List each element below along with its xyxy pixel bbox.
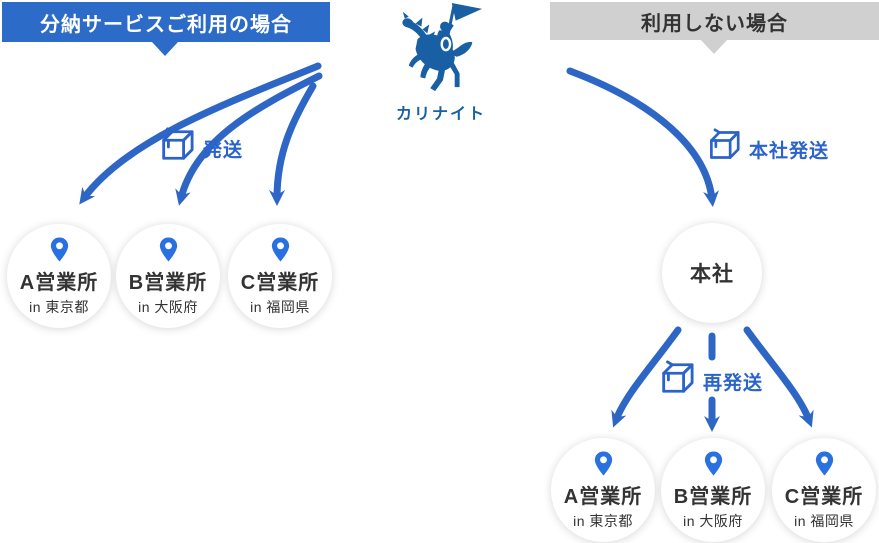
office-name: A営業所 xyxy=(19,271,99,294)
package-icon xyxy=(710,128,740,159)
office-location: in 東京都 xyxy=(29,298,89,315)
arrow-hq-to-office-a xyxy=(611,326,682,428)
arrow-to-headquarters xyxy=(566,67,720,207)
ship-label-hq: 本社発送 xyxy=(705,128,829,163)
knight-mascot-icon xyxy=(402,2,483,92)
office-circle-b-left: B営業所 in 大阪府 xyxy=(116,224,220,328)
office-name: C営業所 xyxy=(784,485,864,508)
right-banner-pointer xyxy=(701,40,727,54)
office-circle-a-left: A営業所 in 東京都 xyxy=(7,224,111,328)
left-banner-pointer xyxy=(152,42,178,56)
arrow-to-office-a xyxy=(79,62,322,205)
location-pin-icon xyxy=(159,237,177,261)
location-pin-icon xyxy=(594,451,612,475)
office-name: A営業所 xyxy=(563,485,643,508)
left-banner-label: 分納サービスご利用の場合 xyxy=(40,13,292,36)
right-banner: 利用しない場合 xyxy=(550,2,879,40)
ship-label-reship: 再発送 xyxy=(657,360,763,396)
location-pin-icon xyxy=(815,451,833,475)
headquarters-label: 本社 xyxy=(690,263,734,286)
right-banner-label: 利用しない場合 xyxy=(641,12,788,35)
office-circle-a-right: A営業所 in 東京都 xyxy=(551,438,655,542)
office-name: B営業所 xyxy=(673,485,753,508)
arrow-to-office-b xyxy=(175,72,323,206)
hq-ship-label-text: 本社発送 xyxy=(749,141,830,162)
office-circle-c-left: C営業所 in 福岡県 xyxy=(228,224,332,328)
office-circle-b-right: B営業所 in 大阪府 xyxy=(661,438,765,542)
reship-label-text: 再発送 xyxy=(703,373,764,394)
office-location: in 大阪府 xyxy=(138,298,198,315)
office-name: B営業所 xyxy=(128,271,208,294)
office-name: C営業所 xyxy=(240,271,320,294)
mascot: カリナイト xyxy=(396,2,486,124)
office-location: in 東京都 xyxy=(573,512,633,529)
package-icon xyxy=(162,127,194,160)
location-pin-icon xyxy=(50,237,68,261)
location-pin-icon xyxy=(271,237,289,261)
arrow-to-office-c xyxy=(269,82,317,206)
office-location: in 大阪府 xyxy=(683,512,743,529)
office-location: in 福岡県 xyxy=(250,298,310,315)
package-icon xyxy=(662,360,694,393)
ship-label-left: 発送 xyxy=(157,127,243,163)
left-banner: 分納サービスご利用の場合 xyxy=(2,2,330,42)
mascot-label: カリナイト xyxy=(396,106,487,123)
office-circle-c-right: C営業所 in 福岡県 xyxy=(772,438,876,542)
location-pin-icon xyxy=(704,451,722,475)
arrow-hq-to-office-c xyxy=(743,326,814,428)
ship-label-text: 発送 xyxy=(203,140,244,161)
office-location: in 福岡県 xyxy=(794,512,854,529)
headquarters-circle: 本社 xyxy=(662,223,762,323)
